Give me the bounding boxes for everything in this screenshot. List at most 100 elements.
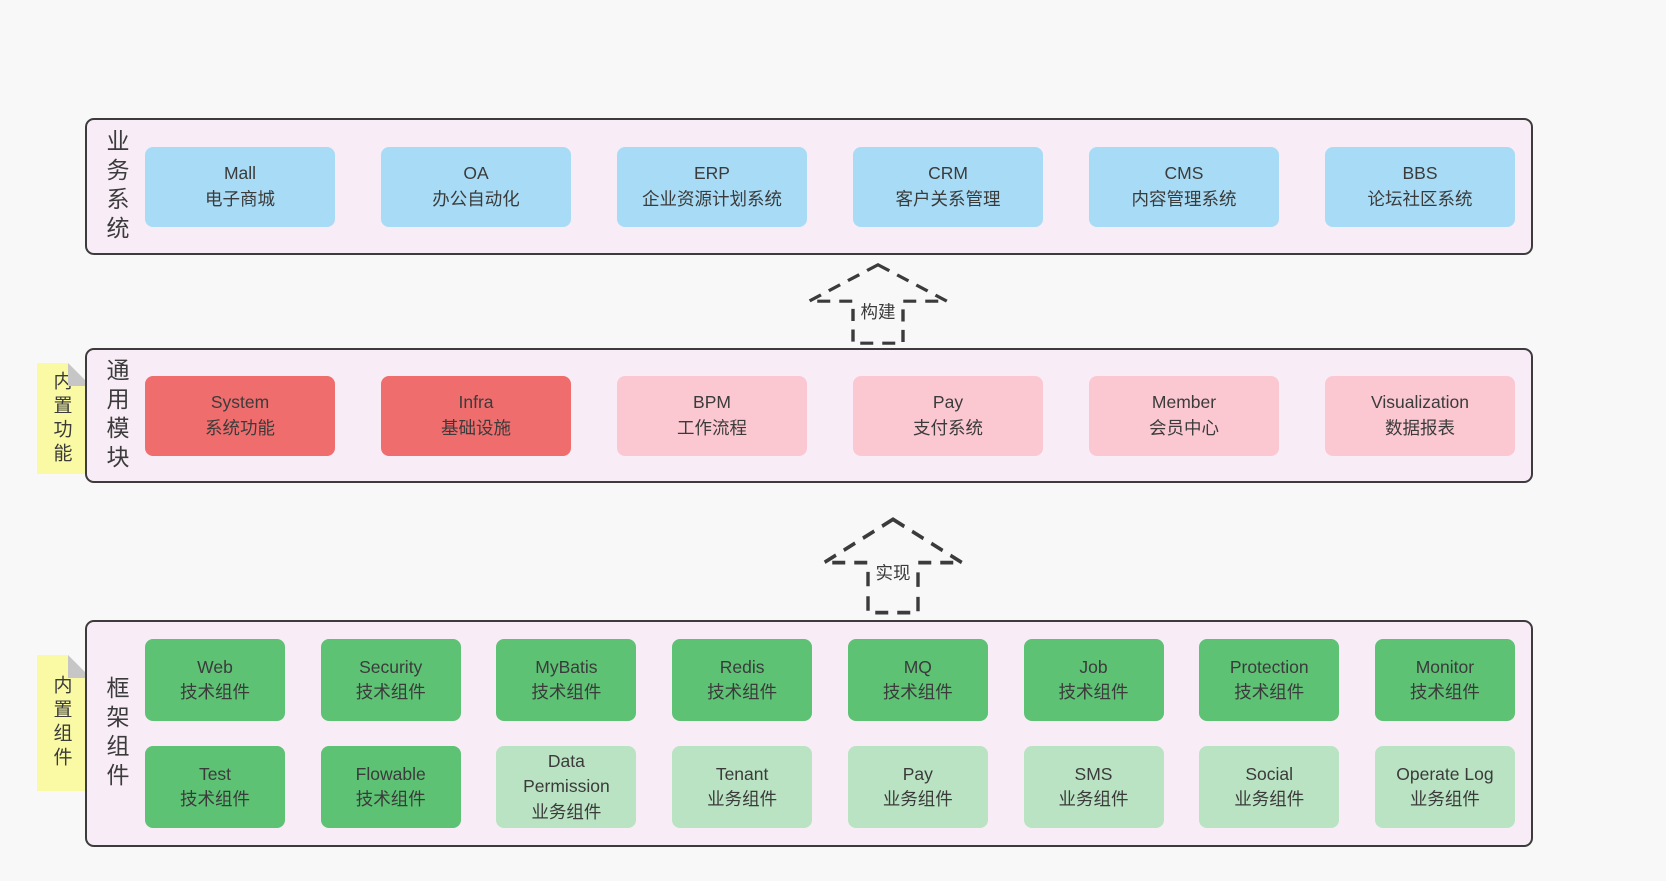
box-title: CRM <box>928 163 968 184</box>
box-title: Flowable <box>355 763 426 784</box>
box-title: Protection <box>1229 656 1309 677</box>
common-modules-label: 通用模块 <box>103 357 129 474</box>
common-modules-panel: 通用模块 System 系统功能 Infra 基础设施 BPM 工作流程 Pay… <box>85 348 1533 483</box>
box-system: System 系统功能 <box>145 375 335 456</box>
box-erp: ERP 企业资源计划系统 <box>617 146 807 227</box>
box-subtitle: 论坛社区系统 <box>1367 188 1473 209</box>
box-cms: CMS 内容管理系统 <box>1089 146 1279 227</box>
box-subtitle: 内容管理系统 <box>1131 188 1237 209</box>
sticky-built-in-components-label: 内置组件 <box>50 675 72 771</box>
box-title: Operate Log <box>1396 763 1494 784</box>
box-subtitle: 业务组件 <box>882 789 953 809</box>
sticky-built-in-features: 内置功能 <box>37 363 91 474</box>
box-subtitle: 业务组件 <box>531 801 602 822</box>
framework-row-2: Test 技术组件 Flowable 技术组件 Data Permission … <box>145 746 1515 828</box>
box-visualization: Visualization 数据报表 <box>1325 375 1515 456</box>
box-mq: MQ 技术组件 <box>847 639 988 721</box>
box-subtitle: 技术组件 <box>355 789 426 809</box>
box-pay: Pay 支付系统 <box>853 375 1043 456</box>
common-modules-boxes: System 系统功能 Infra 基础设施 BPM 工作流程 Pay 支付系统… <box>145 375 1515 456</box>
box-title: Mall <box>223 163 257 184</box>
box-redis: Redis 技术组件 <box>672 639 813 721</box>
framework-components-rows: Web 技术组件 Security 技术组件 MyBatis 技术组件 Redi… <box>145 639 1515 828</box>
box-title: Test <box>198 763 232 784</box>
box-subtitle: 技术组件 <box>707 682 778 702</box>
box-title: MQ <box>903 656 932 677</box>
framework-row-1: Web 技术组件 Security 技术组件 MyBatis 技术组件 Redi… <box>145 639 1515 721</box>
business-systems-label: 业务系统 <box>103 128 129 245</box>
box-title: Data Permission <box>523 750 610 797</box>
box-subtitle: 企业资源计划系统 <box>642 188 782 209</box>
box-subtitle: 支付系统 <box>913 417 983 438</box>
box-title: Monitor <box>1415 656 1475 677</box>
box-tenant: Tenant 业务组件 <box>672 746 813 828</box>
box-subtitle: 技术组件 <box>531 682 602 702</box>
box-pay-biz: Pay 业务组件 <box>847 746 988 828</box>
box-subtitle: 技术组件 <box>882 682 953 702</box>
box-title: Pay <box>902 763 933 784</box>
box-title: MyBatis <box>535 656 598 677</box>
box-title: Visualization <box>1371 392 1469 413</box>
arrow-implement-label: 实现 <box>872 558 914 587</box>
box-title: Infra <box>458 392 494 413</box>
box-job: Job 技术组件 <box>1023 639 1164 721</box>
box-social: Social 业务组件 <box>1199 746 1340 828</box>
box-sms: SMS 业务组件 <box>1023 746 1164 828</box>
box-subtitle: 电子商城 <box>205 188 275 209</box>
box-title: Job <box>1079 656 1108 677</box>
box-security: Security 技术组件 <box>320 639 461 721</box>
box-bpm: BPM 工作流程 <box>617 375 807 456</box>
sticky-built-in-components: 内置组件 <box>37 655 91 791</box>
box-title: CMS <box>1164 163 1204 184</box>
box-subtitle: 业务组件 <box>1234 789 1305 809</box>
box-title: Security <box>359 656 423 677</box>
box-subtitle: 会员中心 <box>1149 417 1219 438</box>
box-operate-log: Operate Log 业务组件 <box>1374 746 1515 828</box>
box-monitor: Monitor 技术组件 <box>1374 639 1515 721</box>
box-subtitle: 客户关系管理 <box>895 188 1001 209</box>
box-web: Web 技术组件 <box>145 639 285 721</box>
box-title: OA <box>463 163 489 184</box>
box-subtitle: 工作流程 <box>677 417 747 438</box>
box-title: Social <box>1245 763 1294 784</box>
box-title: ERP <box>694 163 730 184</box>
box-subtitle: 技术组件 <box>1409 682 1480 702</box>
box-mybatis: MyBatis 技术组件 <box>496 639 637 721</box>
box-title: BPM <box>693 392 731 413</box>
business-systems-panel: 业务系统 Mall 电子商城 OA 办公自动化 ERP 企业资源计划系统 CRM… <box>85 118 1533 255</box>
box-title: BBS <box>1402 163 1438 184</box>
arrow-implement: 实现 <box>821 516 965 616</box>
box-flowable: Flowable 技术组件 <box>320 746 461 828</box>
business-systems-boxes: Mall 电子商城 OA 办公自动化 ERP 企业资源计划系统 CRM 客户关系… <box>145 146 1515 227</box>
sticky-built-in-features-label: 内置功能 <box>50 370 72 467</box>
box-title: Web <box>197 656 233 677</box>
box-subtitle: 基础设施 <box>441 417 511 438</box>
arrow-build-label: 构建 <box>857 297 899 327</box>
box-oa: OA 办公自动化 <box>381 146 571 227</box>
box-title: Pay <box>932 392 964 413</box>
box-title: SMS <box>1074 763 1113 784</box>
box-title: Member <box>1151 392 1217 413</box>
box-title: Redis <box>719 656 765 677</box>
box-subtitle: 系统功能 <box>205 417 275 438</box>
box-data-permission: Data Permission 业务组件 <box>496 746 637 828</box>
box-subtitle: 技术组件 <box>1234 682 1305 702</box>
box-subtitle: 业务组件 <box>707 789 778 809</box>
box-title: Tenant <box>715 763 769 784</box>
box-infra: Infra 基础设施 <box>381 375 571 456</box>
box-subtitle: 技术组件 <box>180 789 250 809</box>
box-crm: CRM 客户关系管理 <box>853 146 1043 227</box>
box-subtitle: 办公自动化 <box>432 188 520 209</box>
box-test: Test 技术组件 <box>145 746 285 828</box>
box-member: Member 会员中心 <box>1089 375 1279 456</box>
box-protection: Protection 技术组件 <box>1199 639 1340 721</box>
framework-components-panel: 框架组件 Web 技术组件 Security 技术组件 MyBatis 技术组件… <box>85 620 1533 847</box>
box-subtitle: 技术组件 <box>180 682 250 702</box>
box-subtitle: 业务组件 <box>1409 789 1480 809</box>
box-subtitle: 技术组件 <box>355 682 426 702</box>
box-subtitle: 业务组件 <box>1058 789 1129 809</box>
framework-components-label: 框架组件 <box>103 675 129 792</box>
box-mall: Mall 电子商城 <box>145 146 335 227</box>
box-bbs: BBS 论坛社区系统 <box>1325 146 1515 227</box>
arrow-build: 构建 <box>806 262 950 346</box>
